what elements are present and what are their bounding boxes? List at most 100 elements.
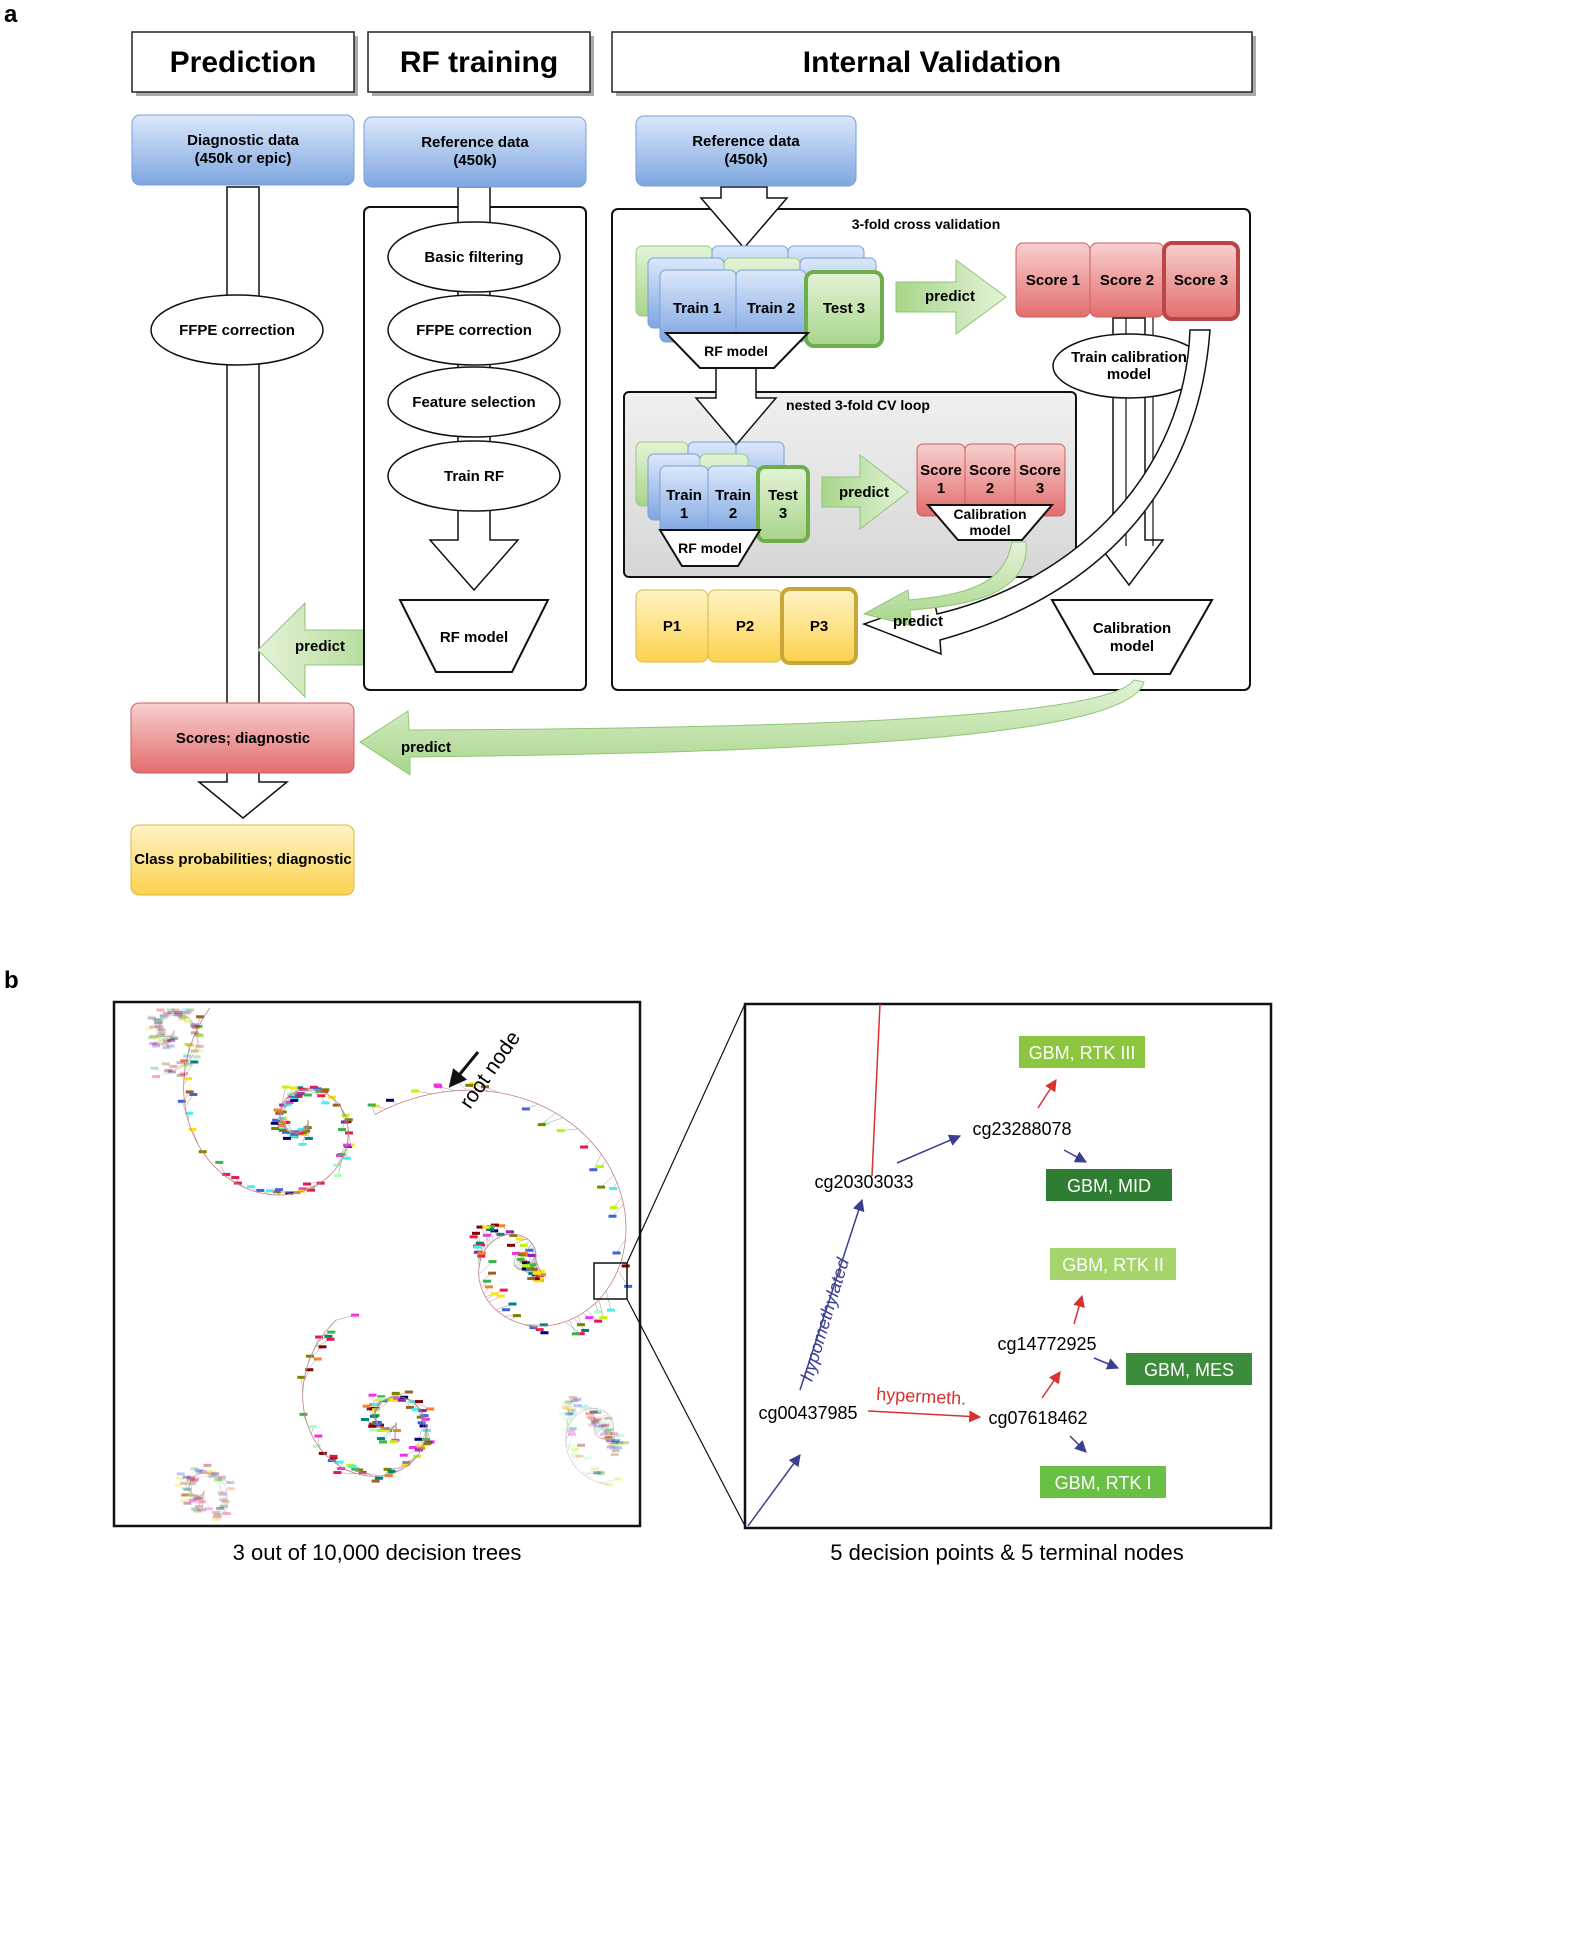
nested-predict-label: predict xyxy=(839,484,889,501)
tree-edge xyxy=(194,1048,197,1051)
tree-leaf xyxy=(397,1398,406,1402)
tree-edge xyxy=(183,1483,194,1496)
tree-edge xyxy=(420,1429,427,1447)
tree-leaf xyxy=(188,1482,197,1486)
edge-n1-n2 xyxy=(896,1134,962,1164)
tree-leaf xyxy=(486,1224,495,1228)
tree-leaf xyxy=(214,1478,223,1482)
tree-edge xyxy=(424,1438,426,1442)
tree-leaf xyxy=(580,1145,589,1149)
tree-edge xyxy=(600,1482,604,1485)
tree-leaf xyxy=(297,1375,306,1379)
tree-leaf xyxy=(152,1044,161,1048)
tree-leaf xyxy=(383,1467,392,1471)
tree-edge xyxy=(567,1424,570,1427)
tree-edge xyxy=(304,1370,307,1377)
tree-edge xyxy=(481,1288,484,1292)
predict-arrow-rf-label: predict xyxy=(295,638,345,655)
tree-edge xyxy=(593,1412,596,1431)
tree-leaf xyxy=(527,1253,536,1257)
tree-leaf xyxy=(196,1036,205,1040)
tree-edge xyxy=(188,1017,198,1029)
tree-edge xyxy=(374,1108,387,1115)
tree-edge xyxy=(605,1412,608,1414)
tree-leaf xyxy=(610,1453,619,1457)
tree-edge xyxy=(345,1469,350,1472)
tree-edge xyxy=(220,1515,223,1518)
tree-edge xyxy=(173,1065,184,1067)
terminal-rtk2-label: GBM, RTK II xyxy=(1062,1255,1164,1275)
cv-fold-stack xyxy=(635,245,884,348)
tree-leaf xyxy=(568,1427,577,1431)
tree-edge xyxy=(514,1320,519,1324)
tree-edge xyxy=(283,1100,285,1103)
tree-leaf xyxy=(162,1011,171,1015)
tree-leaf xyxy=(604,1435,613,1439)
tree-edge xyxy=(183,1055,193,1074)
tree-edge xyxy=(415,1455,418,1459)
tree-edge xyxy=(183,1069,186,1078)
ffpe-correction-node xyxy=(150,294,324,366)
tree-edge xyxy=(551,1324,556,1326)
tree-edge xyxy=(482,1291,485,1295)
tree-edge xyxy=(562,1413,570,1426)
tree-leaf xyxy=(579,1407,588,1411)
rf-model-label: RF model xyxy=(440,629,508,646)
p3-box xyxy=(780,587,858,665)
tree-edge xyxy=(155,1036,168,1038)
tree-leaf xyxy=(193,1509,202,1513)
tree-edge xyxy=(309,1352,313,1359)
tree-edge xyxy=(577,1405,589,1410)
tree-edge xyxy=(299,1190,304,1193)
tree-edge xyxy=(154,1068,168,1074)
tree-edge xyxy=(413,1402,415,1405)
tree-edge xyxy=(498,1092,510,1096)
tree-edge xyxy=(578,1470,582,1473)
tree-edge xyxy=(167,1071,170,1074)
tree-edge xyxy=(577,1128,585,1136)
tree-edge xyxy=(325,1175,330,1180)
tree-edge xyxy=(483,1293,486,1297)
tree-edge xyxy=(203,1490,210,1509)
tree-edge xyxy=(417,1406,419,1409)
tree-edge xyxy=(304,1415,307,1421)
tree-leaf xyxy=(334,1174,343,1178)
rf-model-trapezoid xyxy=(398,599,550,673)
tree-edge xyxy=(200,1490,205,1499)
tree-leaf xyxy=(593,1417,602,1421)
tree-edge xyxy=(201,1150,206,1157)
tree-edge xyxy=(603,1435,621,1439)
tree-edge xyxy=(382,1474,387,1476)
tree-edge xyxy=(341,1117,347,1130)
tree-leaf xyxy=(415,1400,424,1404)
tree-leaf xyxy=(176,1073,185,1077)
tree-edge xyxy=(546,1324,552,1327)
tree-edge xyxy=(189,1126,194,1134)
tree-leaf xyxy=(302,1182,311,1186)
tree-edge xyxy=(198,1145,203,1152)
tree-edge xyxy=(151,1017,162,1033)
tree-leaf xyxy=(195,1470,204,1474)
tree-leaf xyxy=(537,1123,546,1127)
nested-score3-sublabel: 3 xyxy=(1036,480,1044,497)
caption-left: 3 out of 10,000 decision trees xyxy=(233,1540,522,1565)
tree-edge xyxy=(594,1421,602,1434)
panel-a-letter: a xyxy=(4,1,18,28)
tree-edge xyxy=(421,1412,424,1415)
tree-leaf xyxy=(156,1034,165,1038)
tree-edge xyxy=(424,1418,426,1421)
tree-edge xyxy=(382,1400,384,1402)
tree-leaf xyxy=(295,1086,304,1090)
tree-edge xyxy=(281,1103,284,1106)
tree-leaf xyxy=(596,1472,605,1476)
tree-edge xyxy=(222,1488,227,1500)
tree-edge xyxy=(290,1192,296,1195)
tree-edge xyxy=(585,1475,589,1479)
tree-leaf xyxy=(496,1232,505,1236)
tree-edge xyxy=(582,1410,585,1412)
tree-edge xyxy=(600,1175,614,1188)
zoom-box xyxy=(593,1262,628,1300)
tree-leaf xyxy=(212,1515,221,1519)
tree-leaf xyxy=(320,1090,329,1094)
tree-edge xyxy=(213,1474,222,1478)
